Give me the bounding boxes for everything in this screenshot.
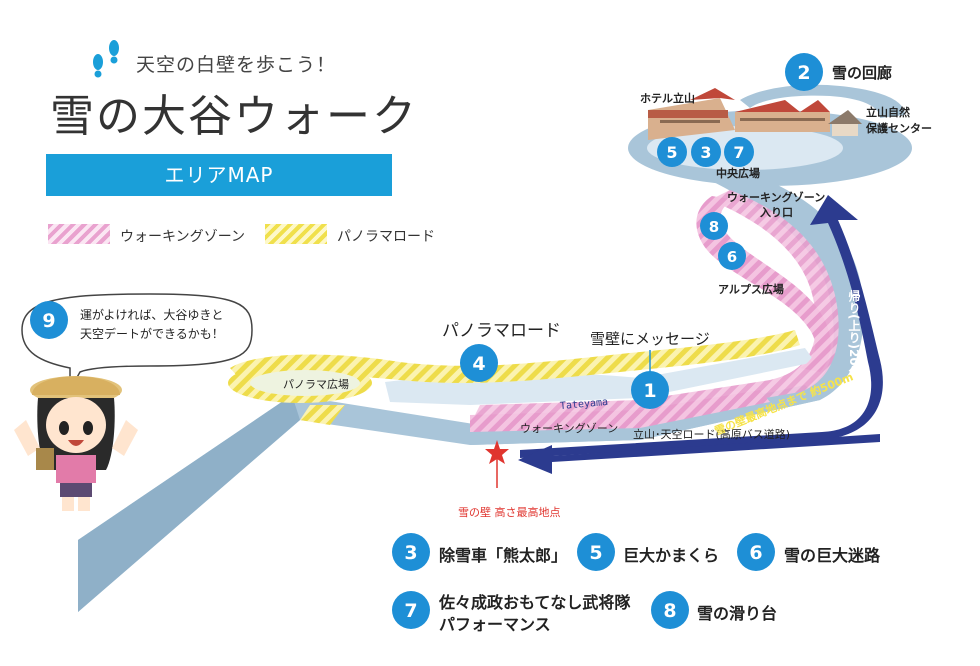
- key-marker-7-number: 7: [404, 600, 417, 622]
- marker-2-number: 2: [797, 62, 810, 84]
- marker-7[interactable]: 7: [723, 136, 755, 168]
- label-snow-corridor: 雪の回廊: [832, 64, 893, 82]
- marker-2[interactable]: 2: [784, 52, 824, 92]
- marker-4-number: 4: [472, 353, 485, 375]
- page-title: 雪の大谷ウォーク: [50, 91, 418, 142]
- marker-5[interactable]: 5: [656, 136, 688, 168]
- walking-zone-upper: [696, 196, 831, 372]
- marker-7-number: 7: [733, 143, 744, 162]
- panorama-road: [228, 330, 800, 425]
- key-marker-6-number: 6: [749, 542, 762, 564]
- going-arrow: [518, 434, 880, 474]
- hotel-building: [648, 88, 830, 140]
- key-marker-7: 7: [392, 591, 430, 629]
- highest-point-star: [485, 440, 509, 488]
- legend-panorama-swatch: [265, 224, 327, 244]
- walking-zone-strip: [470, 390, 770, 432]
- key-label-6: 雪の巨大迷路: [784, 546, 881, 565]
- key-label-8: 雪の滑り台: [697, 604, 778, 623]
- marker-9[interactable]: 9: [29, 300, 69, 340]
- footprints-icon: [93, 40, 119, 78]
- label-road: 立山･天空ロード(高原バス道路): [633, 428, 791, 441]
- label-hotel: ホテル立山: [640, 92, 695, 105]
- label-going: ← 行き(下り)15分: [582, 463, 681, 477]
- label-alps-plaza: アルプス広場: [718, 283, 784, 296]
- marker-1-number: 1: [643, 380, 656, 402]
- key-marker-3-number: 3: [404, 542, 417, 564]
- label-central-plaza: 中央広場: [716, 167, 760, 180]
- legend-panorama-label: パノラマロード: [337, 229, 435, 245]
- marker-3[interactable]: 3: [690, 136, 722, 168]
- label-panorama-plaza: パノラマ広場: [283, 378, 349, 391]
- label-nature-center-2: 保護センター: [866, 122, 932, 135]
- speech-bubble: [21, 293, 253, 393]
- legend-walking-label: ウォーキングゾーン: [120, 229, 246, 245]
- area-map-badge: エリアMAP: [46, 154, 392, 196]
- marker-6-number: 6: [727, 248, 737, 266]
- marker-6[interactable]: 6: [717, 241, 747, 271]
- main-road: [78, 385, 820, 612]
- marker-3-number: 3: [700, 143, 711, 162]
- key-marker-6: 6: [737, 533, 775, 571]
- label-walking-zone: ウォーキングゾーン: [520, 422, 619, 435]
- key-marker-8: 8: [651, 591, 689, 629]
- speech-line-1: 運がよければ、大谷ゆきと: [80, 308, 224, 322]
- tateyama-road: [385, 348, 815, 405]
- mascot-character: [14, 376, 138, 511]
- marker-8[interactable]: 8: [699, 211, 729, 241]
- label-walking-entrance-2: 入り口: [760, 206, 793, 219]
- marker-4[interactable]: 4: [459, 343, 499, 383]
- key-label-7-line1: 佐々成政おもてなし武将隊: [439, 593, 631, 612]
- label-highest-point: 雪の壁 高さ最高地点: [458, 506, 561, 519]
- label-panorama-road: パノラマロード: [442, 321, 561, 341]
- key-label-5: 巨大かまくら: [623, 546, 720, 565]
- key-marker-8-number: 8: [663, 600, 676, 622]
- key-label-7-line2: パフォーマンス: [439, 615, 551, 634]
- key-marker-3: 3: [392, 533, 430, 571]
- key-marker-5: 5: [577, 533, 615, 571]
- marker-1[interactable]: 1: [630, 370, 670, 410]
- label-return: 帰り(上り)20分: [847, 290, 861, 378]
- tagline: 天空の白壁を歩こう！: [136, 54, 337, 76]
- nature-center-building: [828, 110, 862, 136]
- marker-9-number: 9: [42, 310, 55, 332]
- speech-line-2: 天空デートができるかも！: [80, 327, 224, 341]
- marker-5-number: 5: [666, 143, 677, 162]
- marker-8-number: 8: [709, 218, 719, 236]
- key-label-3: 除雪車「熊太郎」: [439, 546, 568, 565]
- legend-walking-swatch: [48, 224, 110, 244]
- label-nature-center-1: 立山自然: [866, 106, 910, 119]
- return-arrow: [520, 195, 883, 458]
- key-marker-5-number: 5: [589, 542, 602, 564]
- label-walking-entrance-1: ウォーキングゾーン: [727, 191, 826, 204]
- label-message-wall: 雪壁にメッセージ: [590, 330, 710, 348]
